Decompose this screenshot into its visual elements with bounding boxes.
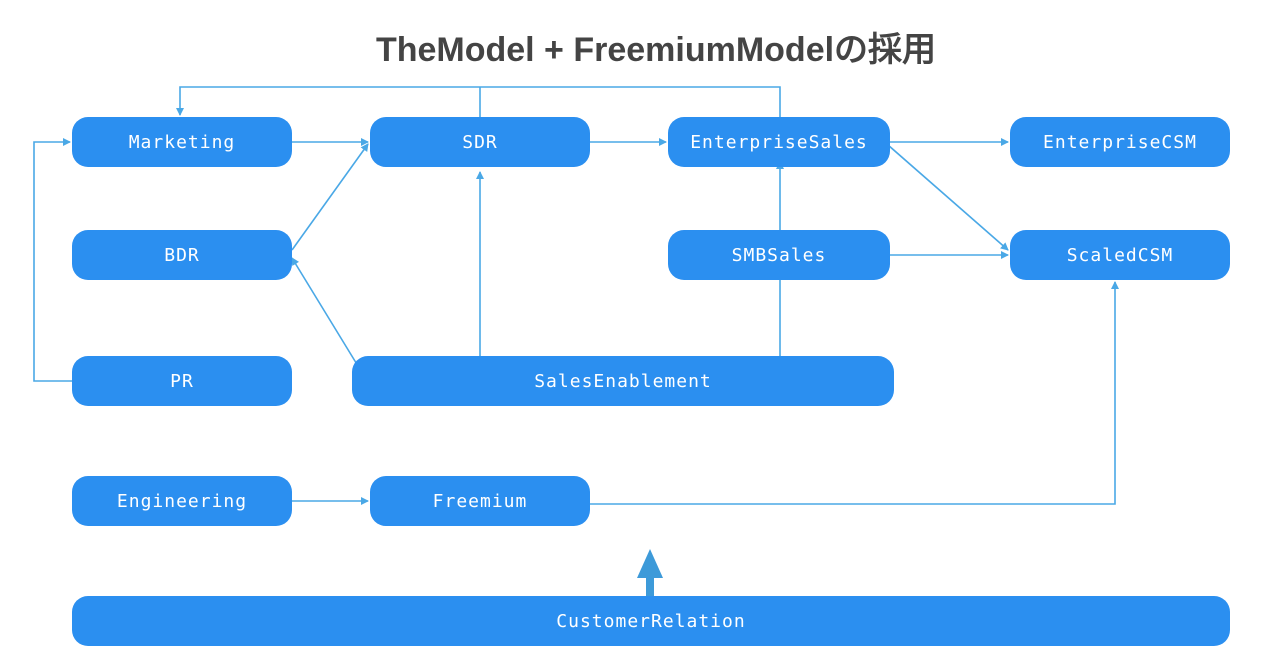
node-customer-relation: CustomerRelation <box>72 596 1230 646</box>
connector-bdr-to-sdr <box>291 143 369 251</box>
connector-enterprise-sales-to-scaled-csm <box>887 144 1009 251</box>
node-enterprise-csm: EnterpriseCSM <box>1010 117 1230 167</box>
connector-freemium-to-scaled-csm <box>560 281 1119 505</box>
node-freemium: Freemium <box>370 476 590 526</box>
node-smb-sales: SMBSales <box>668 230 890 280</box>
diagram-title: TheModel + FreemiumModelの採用 <box>375 31 937 69</box>
node-sales-enablement: SalesEnablement <box>352 356 894 406</box>
connector-enablement-to-bdr <box>291 257 359 367</box>
node-scaled-csm: ScaledCSM <box>1010 230 1230 280</box>
customer-relation-up-arrow <box>637 549 663 598</box>
node-marketing: Marketing <box>72 117 292 167</box>
node-enterprise-sales: EnterpriseSales <box>668 117 890 167</box>
node-engineering: Engineering <box>72 476 292 526</box>
node-bdr: BDR <box>72 230 292 280</box>
node-pr: PR <box>72 356 292 406</box>
node-sdr: SDR <box>370 117 590 167</box>
